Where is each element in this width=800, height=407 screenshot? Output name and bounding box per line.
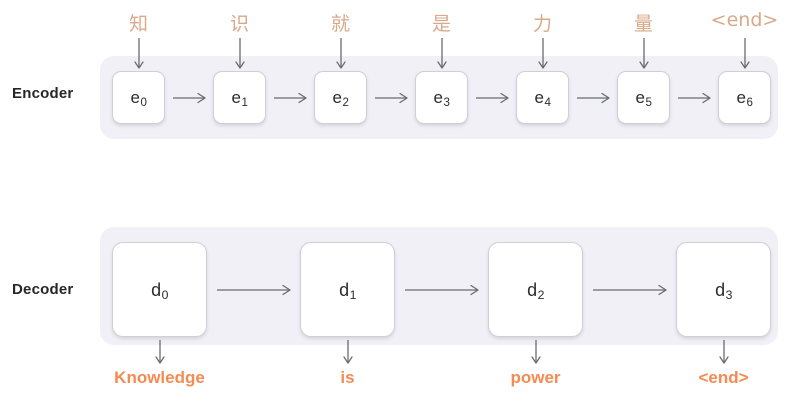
decoder-cell-d1[interactable]: d1 xyxy=(300,242,395,337)
encoder-cell-e3[interactable]: e3 xyxy=(415,71,468,124)
encoder-input-token-5: 量 xyxy=(633,13,654,35)
cell-label: e1 xyxy=(231,87,248,109)
cell-label: d2 xyxy=(527,279,545,302)
cell-label: d0 xyxy=(151,279,169,302)
cell-label: e2 xyxy=(332,87,349,109)
decoder-output-token-2: power xyxy=(510,368,561,387)
decoder-cell-d2[interactable]: d2 xyxy=(488,242,583,337)
encoder-input-token-3: 是 xyxy=(431,13,452,35)
encoder-input-token-0: 知 xyxy=(128,13,149,35)
cell-label: e3 xyxy=(433,87,450,109)
encoder-input-token-2: 就 xyxy=(330,13,351,35)
encoder-cell-e2[interactable]: e2 xyxy=(314,71,367,124)
cell-label: e5 xyxy=(635,87,652,109)
encoder-input-token-4: 力 xyxy=(532,13,553,35)
decoder-row-label: Decoder xyxy=(12,281,74,298)
encoder-input-token-6: <end> xyxy=(710,9,779,31)
cell-label: e0 xyxy=(130,87,147,109)
cell-label: e6 xyxy=(736,87,753,109)
decoder-output-token-1: is xyxy=(340,368,355,387)
decoder-output-token-3: <end> xyxy=(698,368,749,387)
encoder-cell-e4[interactable]: e4 xyxy=(516,71,569,124)
cell-label: d3 xyxy=(715,279,733,302)
cell-label: e4 xyxy=(534,87,551,109)
encoder-cell-e0[interactable]: e0 xyxy=(112,71,165,124)
encoder-cell-e1[interactable]: e1 xyxy=(213,71,266,124)
decoder-cell-d0[interactable]: d0 xyxy=(112,242,207,337)
encoder-cell-e5[interactable]: e5 xyxy=(617,71,670,124)
encoder-row-label: Encoder xyxy=(12,85,74,102)
decoder-output-token-0: Knowledge xyxy=(114,368,205,387)
encoder-cell-e6[interactable]: e6 xyxy=(718,71,771,124)
decoder-cell-d3[interactable]: d3 xyxy=(676,242,771,337)
cell-label: d1 xyxy=(339,279,357,302)
encoder-input-token-1: 识 xyxy=(229,13,250,35)
